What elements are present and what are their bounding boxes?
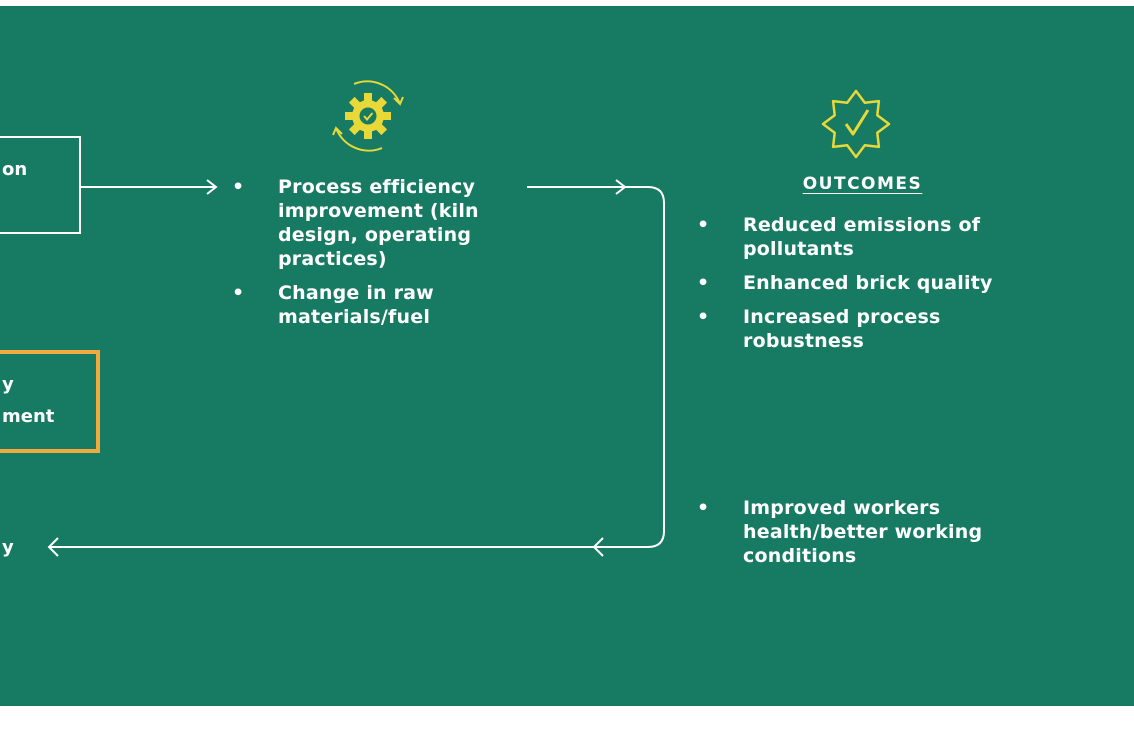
- badge-check-icon: [821, 89, 891, 159]
- left-box-label: on: [2, 159, 28, 180]
- process-item: Change in raw materials/fuel: [232, 281, 522, 329]
- left-orange-box: [0, 350, 100, 453]
- arrow-to-process-head: [206, 179, 218, 195]
- left-white-box: [0, 136, 81, 234]
- outcomes-extra: Improved workers health/better working c…: [697, 496, 1017, 578]
- outcome-item-extra: Improved workers health/better working c…: [697, 496, 1017, 568]
- process-item: Process efficiency improvement (kiln des…: [232, 175, 522, 271]
- outcome-item: Reduced emissions of pollutants: [697, 213, 1017, 261]
- orange-box-label-line1: y: [2, 374, 14, 395]
- outcomes-title: OUTCOMES: [802, 174, 923, 194]
- outcomes-list: Reduced emissions of pollutants Enhanced…: [697, 213, 1017, 363]
- outcome-item: Enhanced brick quality: [697, 271, 1017, 295]
- process-list: Process efficiency improvement (kiln des…: [232, 175, 522, 339]
- gear-check-icon: [332, 80, 404, 152]
- feedback-end-arrowhead: [47, 537, 59, 557]
- outcome-item: Increased process robustness: [697, 305, 1017, 353]
- bottom-left-label: y: [2, 537, 14, 558]
- diagram-background: [0, 6, 1134, 706]
- orange-box-label-line2: ment: [2, 406, 55, 427]
- feedback-bracket: [50, 186, 665, 548]
- feedback-mid-arrowhead: [592, 537, 604, 557]
